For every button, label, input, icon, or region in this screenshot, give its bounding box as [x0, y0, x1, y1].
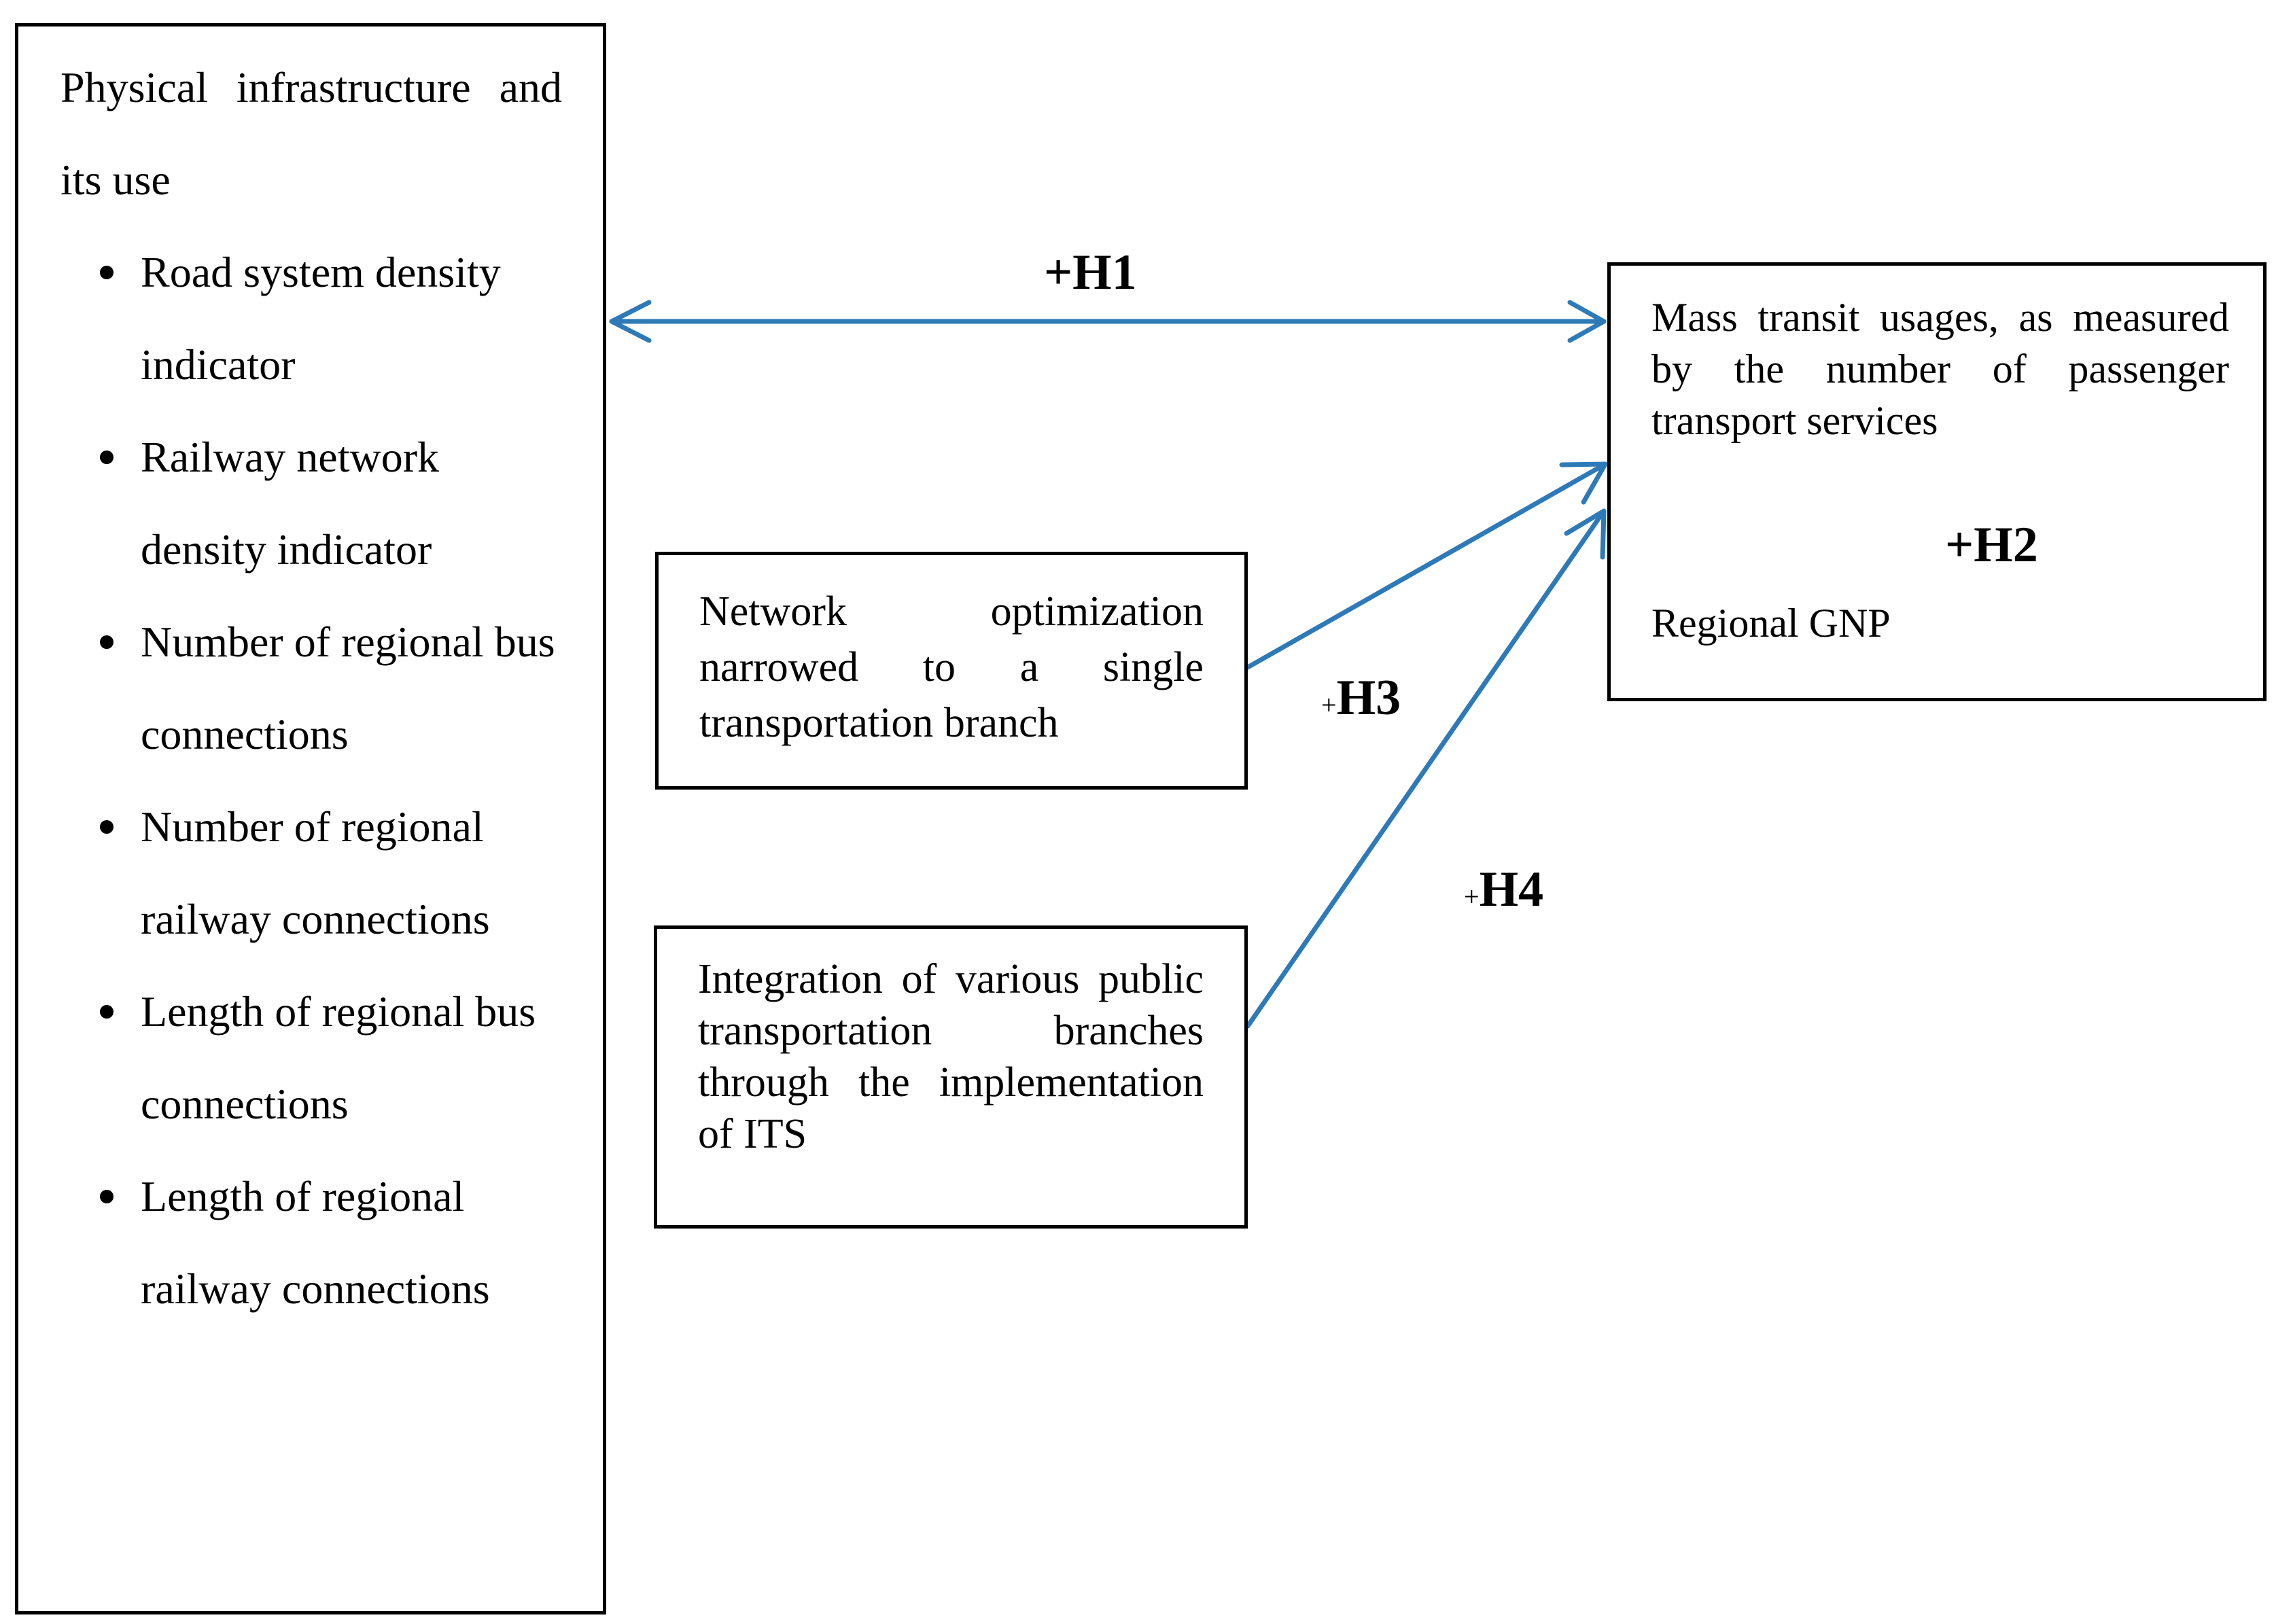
- hypothesis-code: H4: [1479, 862, 1544, 917]
- network-optimization-text: Network optimization narrowed to a singl…: [699, 588, 1204, 746]
- arrow-h1: [609, 300, 1607, 343]
- list-item: Length of regional railway connections: [60, 1150, 562, 1335]
- list-item-label: Number of regional bus connections: [141, 618, 555, 758]
- list-item-label: Length of regional railway connections: [141, 1172, 490, 1313]
- hypothesis-h3-label: +H3: [1321, 673, 1401, 723]
- plus-sign: +: [1945, 517, 1974, 573]
- bullet-icon: [100, 1005, 113, 1019]
- arrow-h4: [1245, 508, 1607, 1029]
- hypothesis-h4-label: +H4: [1464, 864, 1543, 915]
- list-item: Length of regional bus connections: [60, 966, 562, 1150]
- indicator-list: Road system density indicator Railway ne…: [60, 226, 562, 1335]
- physical-infrastructure-box: Physical infrastructure and its use Road…: [15, 23, 606, 1614]
- bullet-icon: [100, 451, 113, 464]
- bullet-icon: [100, 635, 113, 649]
- list-item-label: Railway network density indicator: [141, 433, 439, 573]
- hypothesis-h1-label: +H1: [1044, 247, 1137, 298]
- plus-sign: +: [1464, 881, 1480, 912]
- bullet-icon: [100, 820, 113, 834]
- hypothesis-code: H3: [1336, 670, 1401, 726]
- arrow-h3: [1245, 461, 1608, 670]
- list-item-label: Number of regional railway connections: [141, 802, 490, 943]
- hypothesis-h2-label: +H2: [1945, 520, 2038, 570]
- list-item-label: Road system density indicator: [141, 248, 501, 389]
- bullet-icon: [100, 266, 113, 279]
- regional-gnp-label: Regional GNP: [1651, 601, 1891, 646]
- list-item: Number of regional railway connections: [60, 781, 562, 966]
- list-item: Number of regional bus connections: [60, 596, 562, 781]
- integration-box: Integration of various public transporta…: [654, 925, 1248, 1229]
- list-item: Railway network density indicator: [60, 411, 562, 596]
- plus-sign: +: [1044, 245, 1073, 300]
- plus-sign: +: [1321, 690, 1337, 720]
- hypothesis-code: H1: [1072, 245, 1137, 300]
- network-optimization-box: Network optimization narrowed to a singl…: [655, 552, 1248, 790]
- hypothesis-code: H2: [1974, 517, 2038, 573]
- mass-transit-box: Mass transit usages, as measured by the …: [1607, 262, 2267, 701]
- integration-text: Integration of various public transporta…: [698, 956, 1204, 1157]
- list-item: Road system density indicator: [60, 226, 562, 411]
- physical-infrastructure-title: Physical infrastructure and its use: [60, 63, 562, 204]
- mass-transit-text: Mass transit usages, as measured by the …: [1651, 295, 2229, 443]
- bullet-icon: [100, 1190, 113, 1203]
- list-item-label: Length of regional bus connections: [141, 987, 536, 1128]
